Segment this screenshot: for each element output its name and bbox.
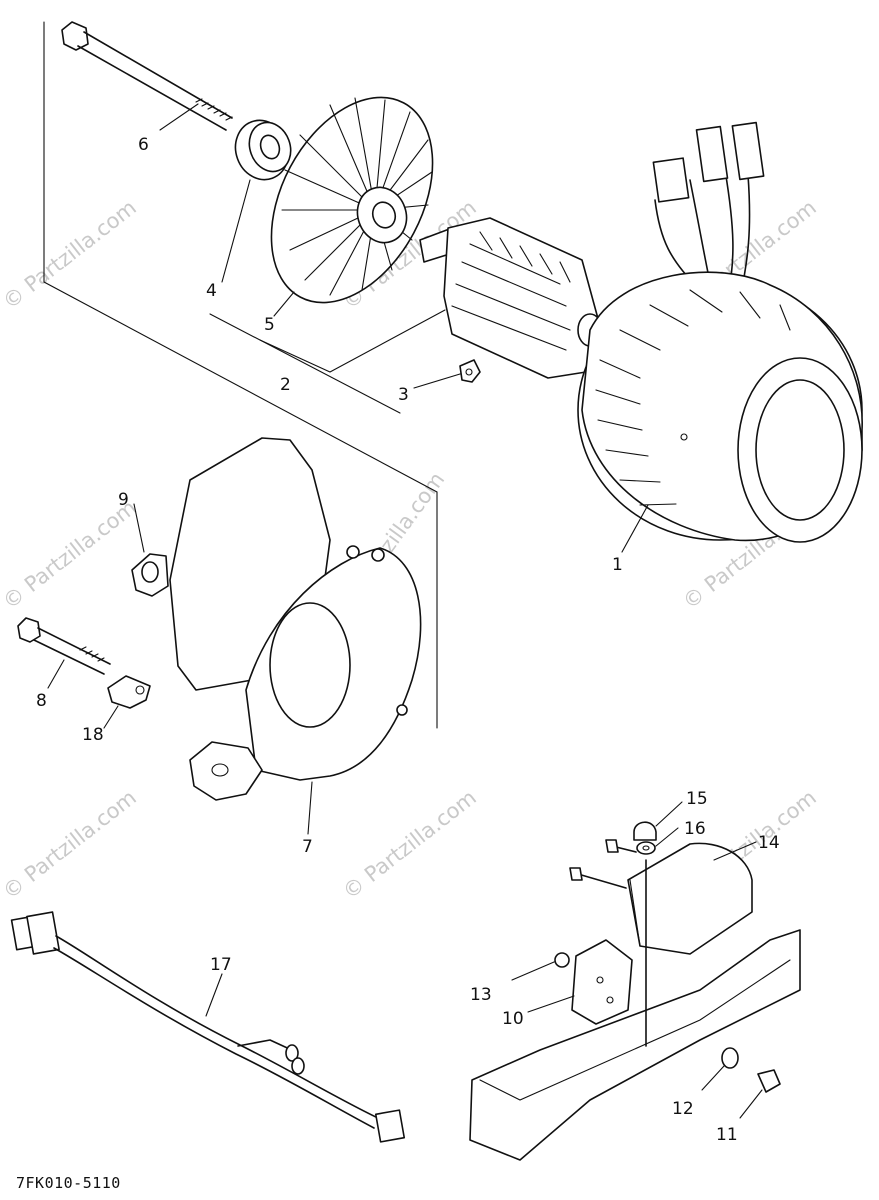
callout-17: 17 [210, 955, 232, 975]
callout-4: 4 [206, 281, 217, 301]
callout-13: 13 [470, 985, 492, 1005]
callout-12: 12 [672, 1099, 694, 1119]
callout-8: 8 [36, 691, 47, 711]
watermark: © Partzilla.com [338, 785, 480, 904]
callout-15: 15 [686, 789, 708, 809]
callout-18: 18 [82, 725, 104, 745]
fan-cover-part-7 [169, 437, 422, 801]
bolt-part-8 [17, 617, 111, 675]
fan-part-5 [270, 96, 434, 304]
assembly-frame [43, 21, 446, 729]
callouts: 6 4 5 2 3 1 9 8 18 7 15 16 14 17 13 10 1… [36, 135, 780, 1145]
control-box-assembly [469, 821, 801, 1161]
callout-3: 3 [398, 385, 409, 405]
callout-2: 2 [280, 375, 291, 395]
callout-10: 10 [502, 1009, 524, 1029]
bolt-part-6 [61, 21, 233, 131]
bearing-part-4 [234, 119, 292, 181]
callout-1: 1 [612, 555, 623, 575]
stator-part-1 [577, 121, 863, 543]
clamp-part-18 [107, 675, 151, 709]
callout-14: 14 [758, 833, 780, 853]
clip-part-3 [459, 359, 481, 383]
callout-7: 7 [302, 837, 313, 857]
callout-6: 6 [138, 135, 149, 155]
callout-16: 16 [684, 819, 706, 839]
callout-11: 11 [716, 1125, 738, 1145]
figure-code: 7FK010-5110 [16, 1174, 121, 1192]
callout-9: 9 [118, 490, 129, 510]
bracket-part-9 [131, 553, 169, 597]
watermark: © Partzilla.com [0, 495, 141, 614]
rotor-part-2 [419, 217, 603, 379]
watermark: © Partzilla.com [0, 785, 141, 904]
leader-lines [47, 103, 763, 1119]
wire-harness-part-17 [10, 911, 406, 1143]
callout-5: 5 [264, 315, 275, 335]
